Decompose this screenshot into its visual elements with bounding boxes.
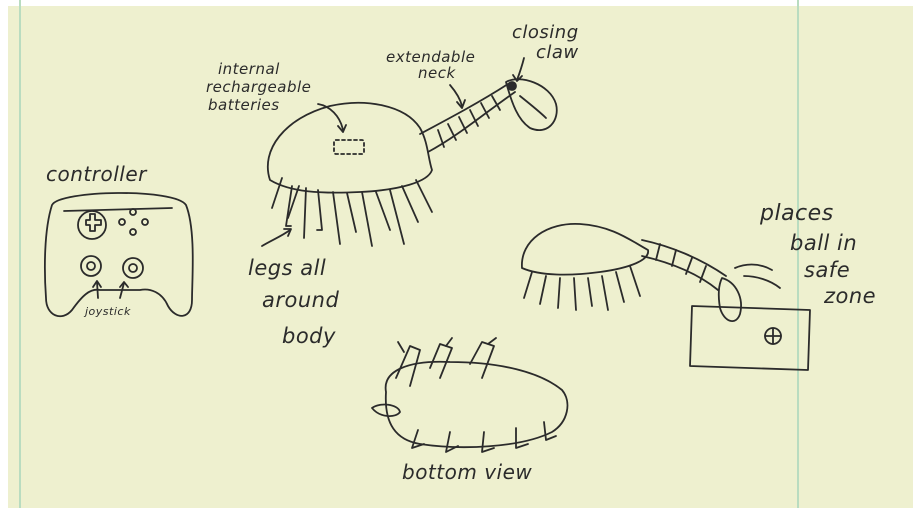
places-label-line4: zone — [824, 286, 876, 307]
legs-label-line2: around — [262, 290, 339, 311]
places-label-line1: places — [760, 203, 834, 225]
legs-label-line3: body — [282, 326, 336, 347]
arrow-icon — [735, 265, 772, 271]
face-button-icon — [142, 219, 148, 225]
arrow-icon — [97, 282, 98, 298]
batteries-label-line1: internal — [218, 62, 280, 77]
controller-label: controller — [46, 164, 147, 184]
arrow-icon — [450, 85, 462, 106]
joystick-left-icon — [81, 256, 101, 276]
claw-label-line1: closing — [512, 24, 579, 42]
dpad-icon — [86, 214, 101, 231]
neck-label-line1: extendable — [386, 50, 475, 65]
safe-zone-box — [690, 306, 810, 370]
batteries-label-line3: batteries — [208, 98, 280, 113]
batteries-label-line2: rechargeable — [206, 80, 311, 95]
legs-label-line1: legs all — [248, 258, 326, 279]
bottom-view-label: bottom view — [402, 462, 532, 482]
controller-drawing — [45, 193, 193, 316]
claw-label-line2: claw — [536, 44, 579, 62]
places-label-line3: safe — [804, 260, 850, 281]
places-label-line2: ball in — [790, 233, 857, 254]
face-button-icon — [130, 229, 136, 235]
joystick-right-icon — [123, 258, 143, 278]
arrow-icon — [262, 230, 290, 246]
face-button-icon — [130, 209, 136, 215]
battery-icon — [334, 140, 364, 154]
neck-label-line2: neck — [418, 66, 456, 81]
claw-icon — [719, 278, 741, 321]
joystick-label: joystick — [85, 306, 131, 317]
robot-placing-ball-drawing — [522, 224, 810, 370]
robot-bottom-view-drawing — [372, 338, 567, 452]
face-button-icon — [119, 219, 125, 225]
